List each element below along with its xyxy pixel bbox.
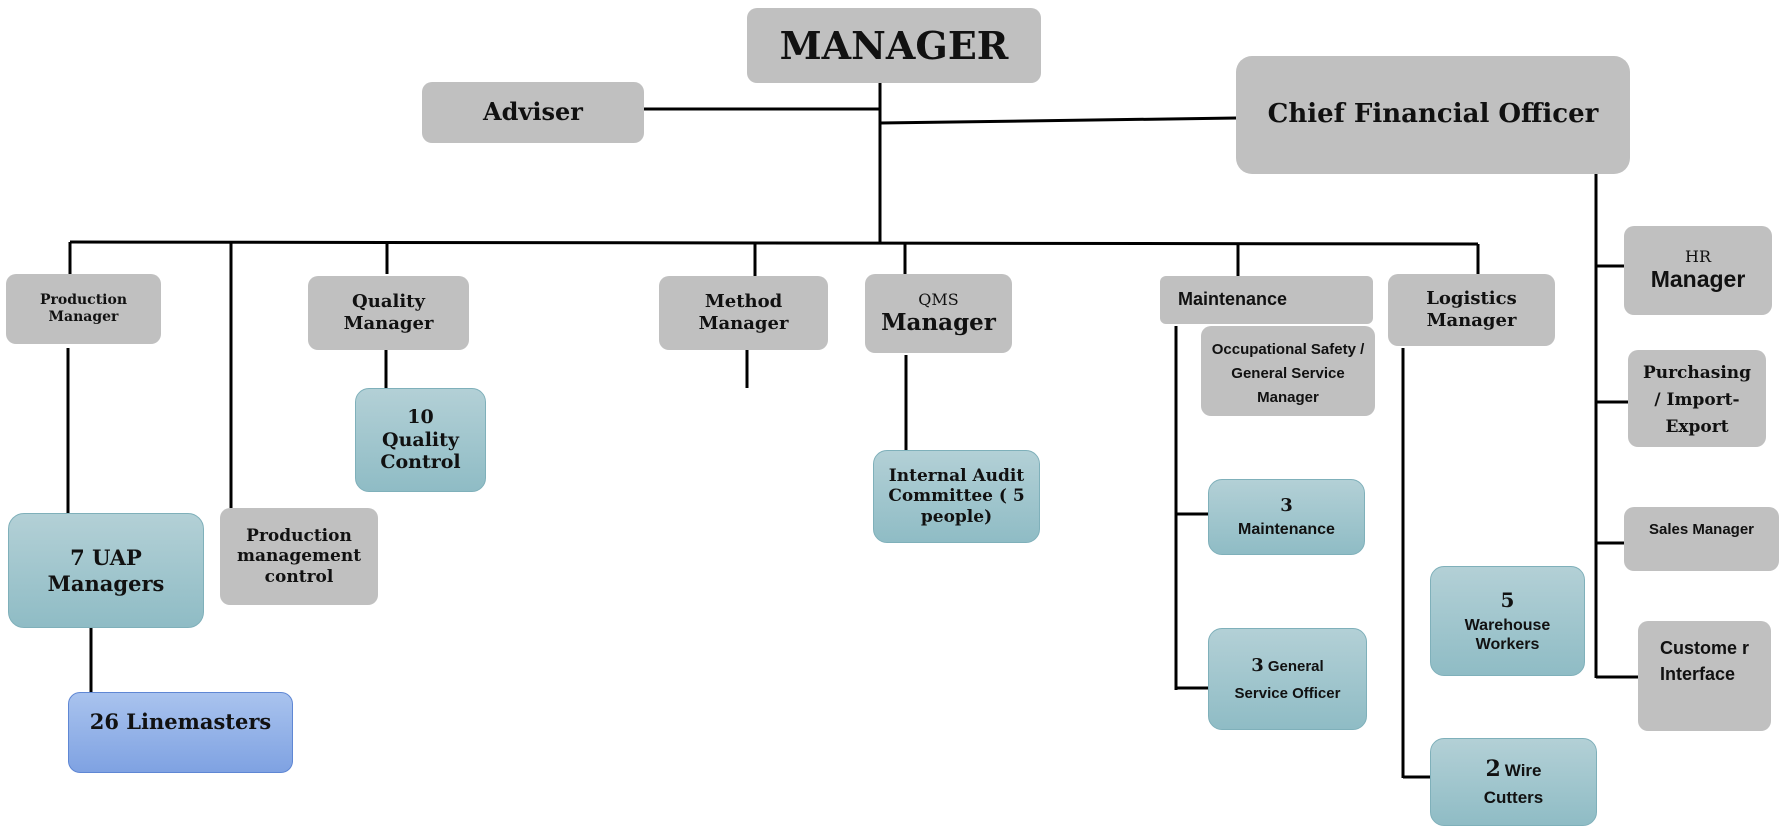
quality-manager-box: Quality Manager [308,276,469,350]
warehouse-workers-box: 5 Warehouse Workers [1430,566,1585,676]
maintenance-3-count: 3 [1280,494,1293,516]
method-manager-label: Method Manager [698,291,789,334]
qms-label: QMS [918,290,959,310]
adviser-box: Adviser [422,82,644,143]
production-control-label: Production management control [236,525,362,587]
purchasing-box: Purchasing / Import-Export [1628,350,1766,447]
hr-manager-box: HR Manager [1624,226,1772,315]
sales-manager-label: Sales Manager [1648,521,1755,538]
method-manager-box: Method Manager [659,276,828,350]
maintenance-3-label: Maintenance [1238,521,1335,539]
quality-control-box: 10 Quality Control [355,388,486,492]
wire-cutters-label: Wire Cutters [1483,760,1544,807]
manager-box: MANAGER [747,8,1041,83]
quality-control-label: 10 Quality Control [380,405,461,474]
production-control-box: Production management control [220,508,378,605]
maintenance-label: Maintenance [1178,289,1288,310]
hr-label: HR [1685,247,1711,267]
production-manager-box: Production Manager [6,274,161,344]
maintenance-box: Maintenance [1160,276,1373,324]
occupational-safety-label: Occupational Safety / General Service Ma… [1211,341,1365,406]
cfo-box: Chief Financial Officer [1236,56,1630,174]
warehouse-count: 5 [1500,587,1515,612]
maintenance-3-box: 3 Maintenance [1208,479,1365,555]
qms-manager-box: QMS Manager [865,274,1012,353]
wire-cutters-box: 2 Wire Cutters [1430,738,1597,826]
uap-managers-box: 7 UAP Managers [8,513,204,628]
qms-manager-label: Manager [881,309,996,337]
customer-interface-box: Custome r Interface [1638,621,1771,731]
production-manager-label: Production Manager [39,292,128,325]
quality-manager-label: Quality Manager [343,291,434,334]
internal-audit-label: Internal Audit Committee ( 5 people) [888,465,1025,527]
general-service-label: General Service Officer [1234,657,1341,702]
cfo-label: Chief Financial Officer [1267,99,1599,130]
manager-label: MANAGER [779,22,1009,68]
logistics-manager-label: Logistics Manager [1426,288,1517,331]
warehouse-label: Warehouse Workers [1464,616,1551,653]
logistics-manager-box: Logistics Manager [1388,274,1555,346]
hr-manager-label: Manager [1650,266,1746,293]
sales-manager-box: Sales Manager [1624,507,1779,571]
adviser-label: Adviser [483,97,583,127]
purchasing-label: Purchasing / Import-Export [1642,363,1752,438]
general-service-count: 3 [1251,654,1264,676]
customer-interface-label: Custome r Interface [1660,638,1750,685]
wire-cutters-count: 2 [1485,755,1501,782]
general-service-box: 3 General Service Officer [1208,628,1367,730]
uap-managers-label: 7 UAP Managers [47,545,165,596]
linemasters-box: 26 Linemasters [68,692,293,773]
linemasters-label: 26 Linemasters [89,709,272,734]
internal-audit-box: Internal Audit Committee ( 5 people) [873,450,1040,543]
occupational-safety-box: Occupational Safety / General Service Ma… [1201,326,1375,416]
